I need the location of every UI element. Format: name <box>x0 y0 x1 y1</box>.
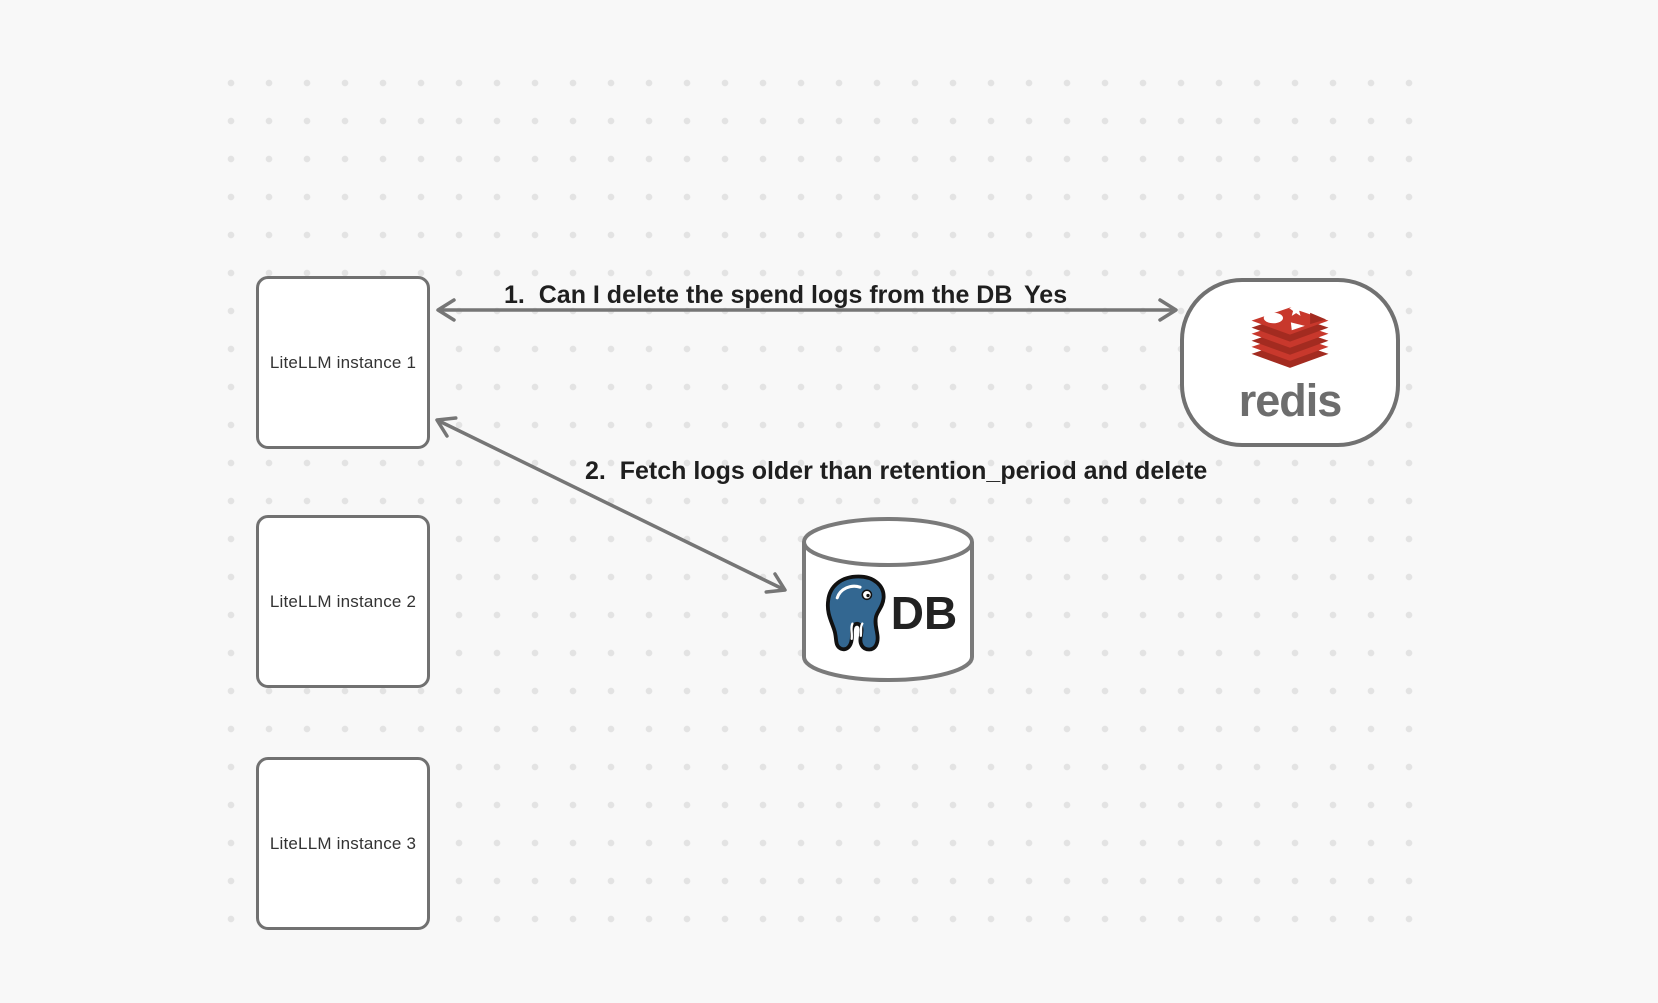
node-litellm-instance-1[interactable]: LiteLLM instance 1 <box>256 276 430 449</box>
node-litellm-instance-2[interactable]: LiteLLM instance 2 <box>256 515 430 688</box>
node-litellm-instance-3[interactable]: LiteLLM instance 3 <box>256 757 430 930</box>
node-label: LiteLLM instance 1 <box>269 352 417 372</box>
redis-wordmark: redis <box>1238 375 1343 426</box>
node-label: LiteLLM instance 2 <box>269 591 417 611</box>
edge2-label: 2. Fetch logs older than retention_perio… <box>585 457 1208 485</box>
redis-icon <box>1251 304 1329 368</box>
edge-instance1-db[interactable] <box>435 416 787 594</box>
edge1-response-label: Yes <box>1024 281 1068 309</box>
node-database[interactable]: DB <box>800 515 976 685</box>
node-label: LiteLLM instance 3 <box>269 833 417 853</box>
node-redis[interactable]: redis <box>1180 278 1400 447</box>
postgresql-icon <box>825 574 886 652</box>
edge1-label: 1. Can I delete the spend logs from the … <box>504 281 1013 309</box>
db-label: DB <box>890 587 958 639</box>
